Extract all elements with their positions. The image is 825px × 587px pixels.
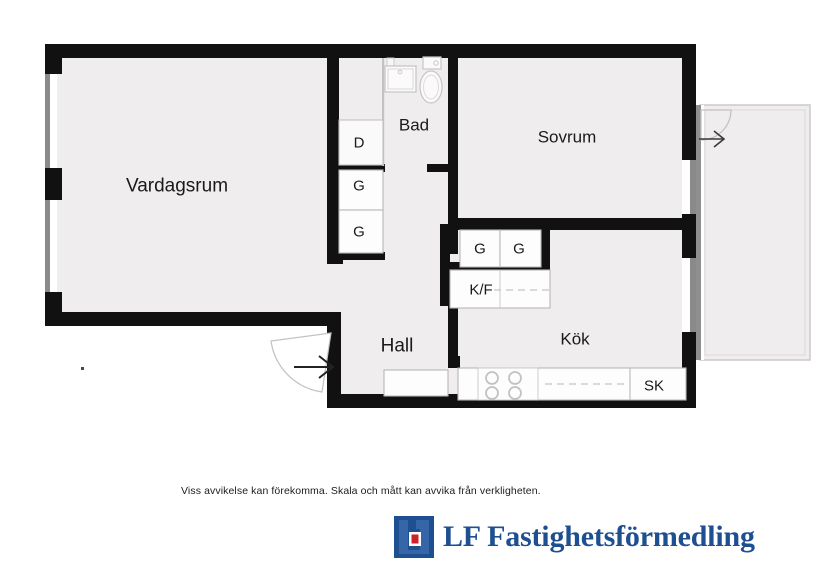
entry-door-swing-icon (270, 332, 335, 393)
bathroom-fixtures (384, 56, 443, 104)
window-right-upper (682, 160, 696, 214)
window-right-lower (682, 258, 696, 332)
brand-logo: LF Fastighetsförmedling (394, 516, 755, 558)
sink-icon (384, 57, 417, 93)
closets (338, 119, 551, 309)
lf-logo-mark-icon (394, 516, 434, 558)
page-artifact-dot (81, 367, 84, 370)
balcony-door-swing-icon (699, 109, 732, 148)
window-left-lower (45, 200, 62, 292)
hall-cabinet (383, 369, 449, 397)
brand-name: LF Fastighetsförmedling (443, 520, 755, 553)
toilet-icon (419, 56, 443, 104)
window-left-upper (45, 74, 62, 168)
stove-icon (477, 367, 539, 401)
disclaimer-text: Viss avvikelse kan förekomma. Skala och … (181, 485, 541, 497)
kitchen-counter (457, 367, 687, 401)
balcony (690, 104, 811, 361)
